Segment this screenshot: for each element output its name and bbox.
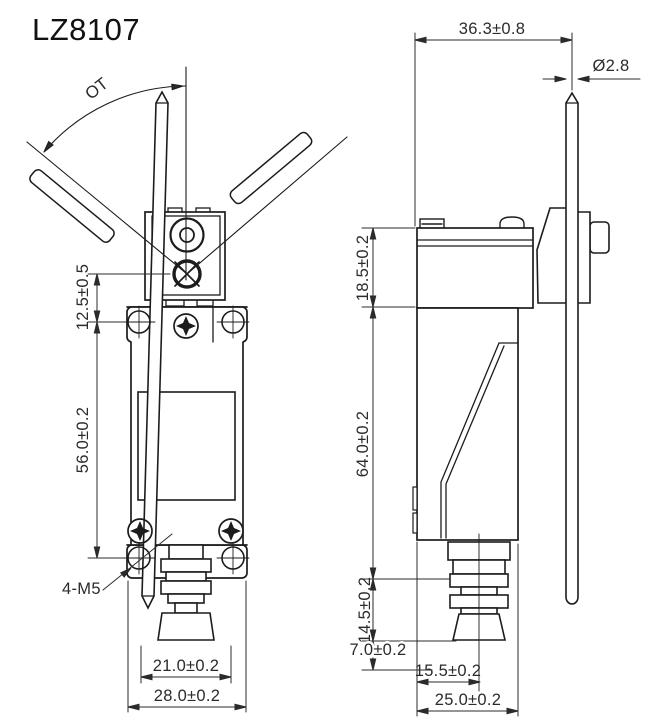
bracket-boss xyxy=(589,221,610,254)
dim-gland-offset: 21.0±0.2 xyxy=(153,657,220,675)
phillips-screw xyxy=(218,518,244,544)
dim-rod-offset: 36.3±0.8 xyxy=(459,20,526,38)
dim-body-depth: 25.0±0.2 xyxy=(435,691,502,709)
side-dimensions xyxy=(361,32,641,717)
lever-clamp-circle xyxy=(172,259,202,289)
dim-body-height: 64.0±0.2 xyxy=(354,411,372,478)
switch-body-side xyxy=(412,307,519,541)
thread-spec-label: 4-M5 xyxy=(62,580,101,598)
dim-body-width: 28.0±0.2 xyxy=(154,687,221,705)
front-view: OT 12.5±0.5 56.0±0.2 4-M5 21 xyxy=(26,66,348,713)
dim-rod-diameter: Ø2.8 xyxy=(593,57,630,75)
overtravel-reference xyxy=(26,66,348,281)
lever-axis-right xyxy=(186,136,348,275)
cover-window xyxy=(137,391,236,501)
arc-arrow xyxy=(171,82,184,91)
drawing-title: LZ8107 xyxy=(32,12,140,47)
phillips-screw xyxy=(127,518,153,544)
lever-rod-side xyxy=(565,91,579,605)
head-pivot-inner xyxy=(179,227,195,243)
front-dimensions xyxy=(87,273,247,713)
dim-hole-spacing: 56.0±0.2 xyxy=(74,407,92,474)
lever-rod-fill xyxy=(142,92,168,608)
hinge-tab xyxy=(412,512,418,534)
overtravel-arc xyxy=(43,85,187,153)
mounting-hole xyxy=(122,541,156,575)
cable-gland-front xyxy=(157,544,215,641)
head-pivot-outer xyxy=(169,217,205,253)
lever-rod-side-fill xyxy=(566,93,578,604)
lever-phantom-left xyxy=(29,169,115,243)
dim-head-height: 18.5±0.2 xyxy=(354,235,372,302)
overtravel-label: OT xyxy=(81,74,111,104)
thread-leader xyxy=(102,533,173,591)
mounting-hole xyxy=(216,305,250,339)
hinge-tab xyxy=(412,486,418,511)
dim-gland-tip: 7.0±0.2 xyxy=(349,641,406,659)
phillips-screw xyxy=(173,313,199,339)
side-view: 36.3±0.8 Ø2.8 18.5±0.2 64.0±0.2 14.5±0.2… xyxy=(347,20,641,717)
switch-head-side xyxy=(416,227,534,309)
lever-phantom-right xyxy=(229,131,313,205)
gland-cap-front xyxy=(157,612,215,641)
screw-dome xyxy=(499,216,525,231)
dim-gland-height: 14.5±0.2 xyxy=(356,577,374,644)
mounting-hole xyxy=(216,541,250,575)
dim-pivot-to-hole: 12.5±0.5 xyxy=(74,264,92,331)
lever-rod xyxy=(141,90,169,610)
dim-gland-center: 15.5±0.2 xyxy=(415,662,482,680)
lever-axis-left xyxy=(26,141,188,275)
lever-phantom-positions xyxy=(29,131,313,243)
cable-gland-side xyxy=(447,533,511,692)
